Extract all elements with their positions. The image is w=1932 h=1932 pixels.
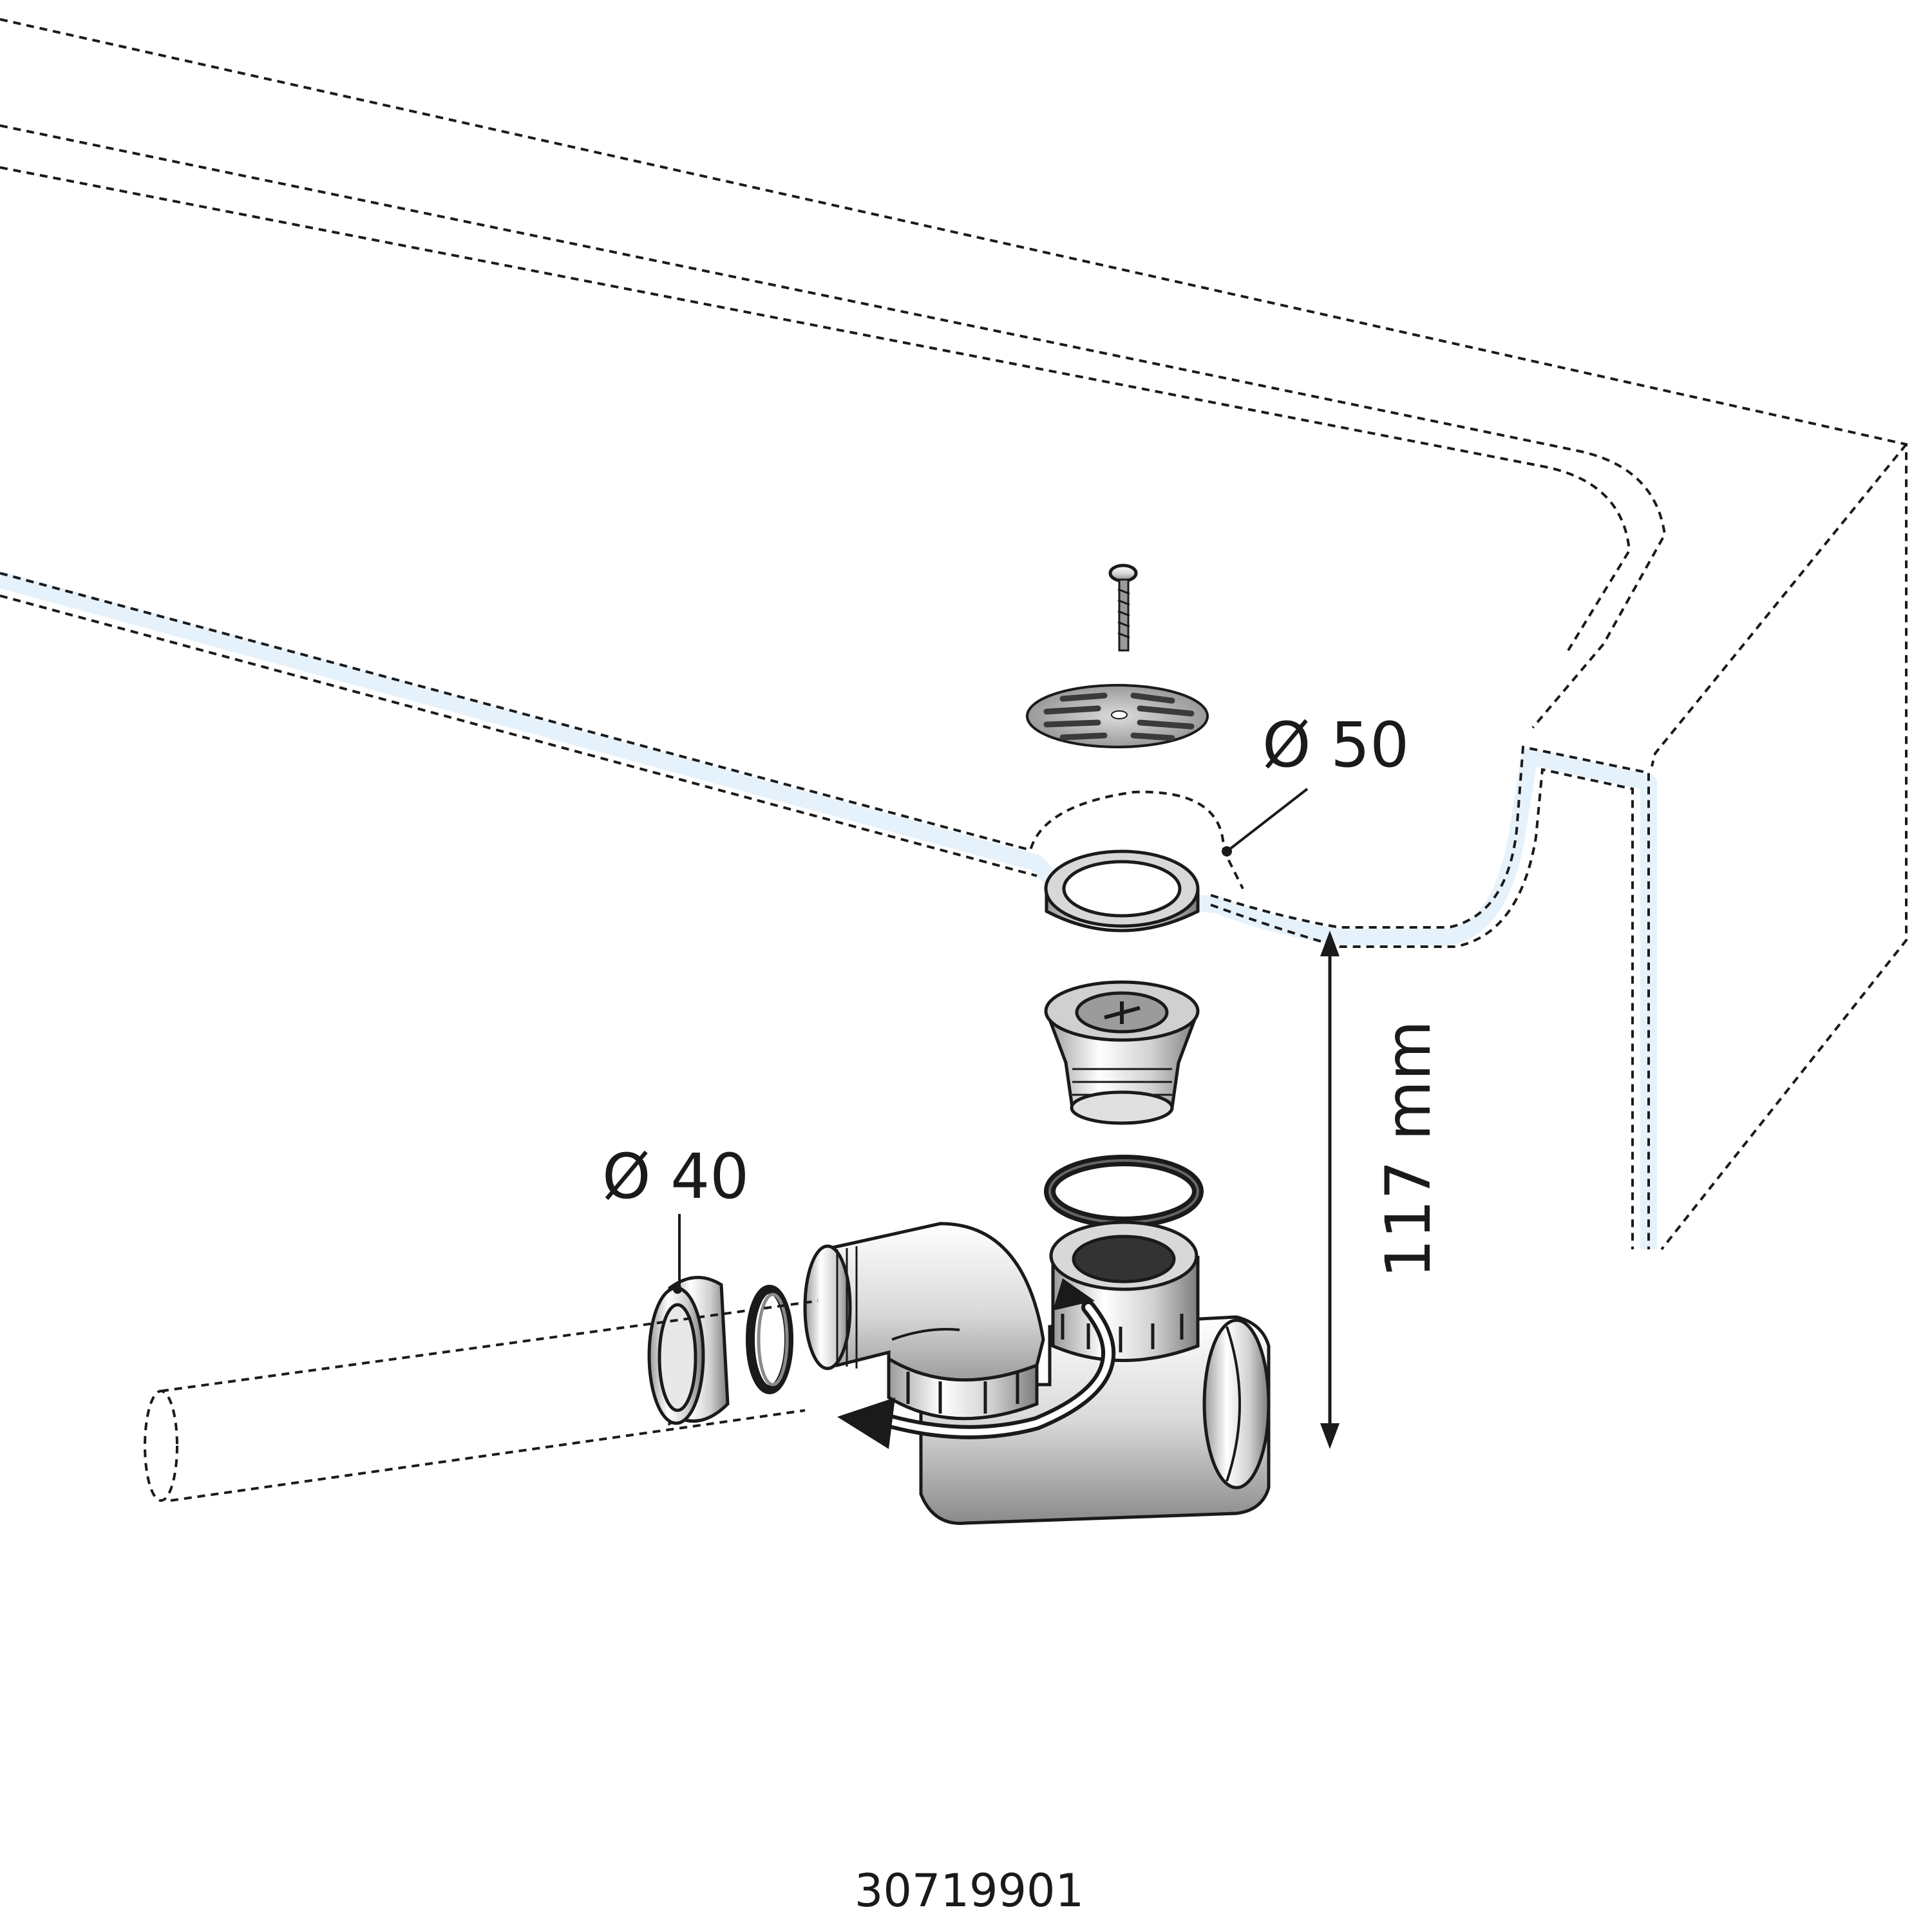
shower-tray	[0, 18, 1908, 1251]
seal-ring	[746, 1285, 793, 1394]
union-nut	[647, 1276, 730, 1426]
outlet-pipe	[144, 1300, 819, 1502]
article-number: 30719901	[855, 1864, 1084, 1917]
drain-body	[1044, 980, 1200, 1125]
leader-lines	[678, 788, 1309, 1288]
label-diameter-50: Ø 50	[1262, 709, 1409, 781]
dimension-arrow-icon	[1320, 931, 1340, 1449]
o-ring	[1044, 1155, 1204, 1228]
trap-body	[919, 1220, 1271, 1525]
screw-icon	[1108, 564, 1138, 652]
grate-icon	[1026, 684, 1209, 748]
elbow-fitting	[803, 1222, 1045, 1421]
rotation-arrow-icon	[837, 1278, 1116, 1449]
label-diameter-40: Ø 40	[602, 1141, 749, 1213]
label-height-117mm: 117 mm	[1372, 1020, 1444, 1278]
drain-flange	[1044, 849, 1200, 933]
